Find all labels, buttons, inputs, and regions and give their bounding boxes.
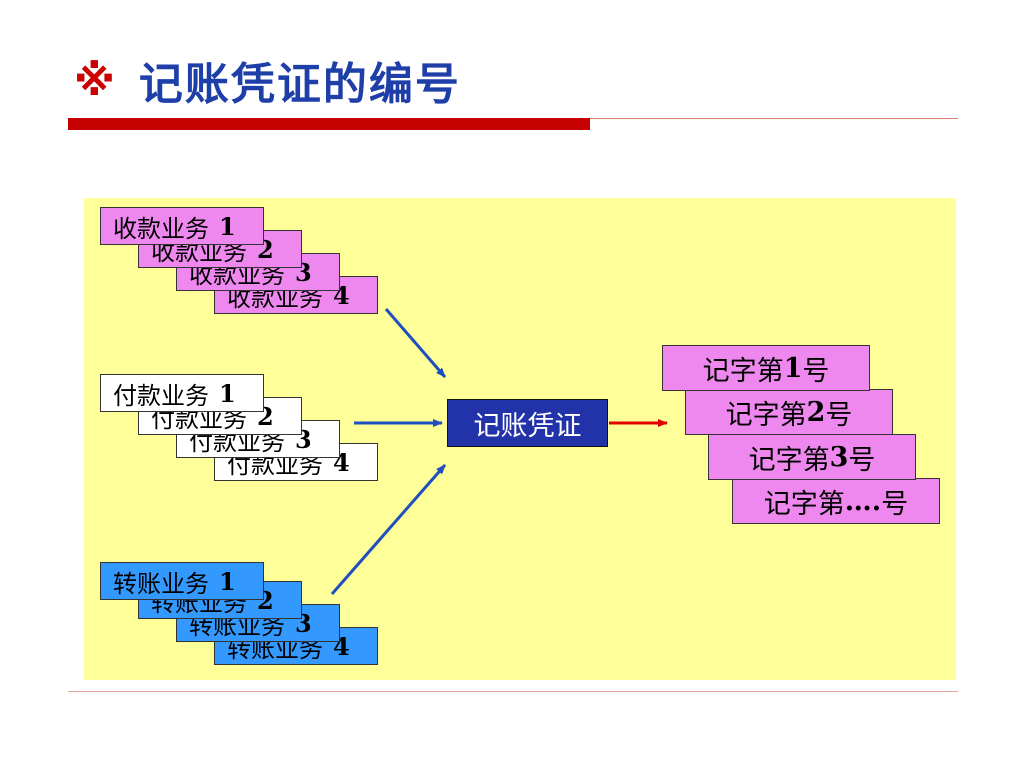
card-number: 1 (219, 378, 236, 408)
title-underline-thick (68, 118, 590, 130)
center-voucher-box: 记账凭证 (447, 399, 608, 447)
output-voucher-4: 记字第….号 (732, 478, 940, 524)
card-label: 收款业务 (113, 214, 209, 243)
page-title: ※ 记账凭证的编号 (74, 50, 461, 111)
arrow-receipt-to-center (384, 308, 447, 378)
transfer-card-1: 转账业务 1 (100, 562, 264, 600)
arrow-transfer-to-center (330, 464, 447, 595)
receipt-card-1: 收款业务 1 (100, 207, 264, 245)
card-label: 转账业务 (113, 569, 209, 598)
title-text: 记账凭证的编号 (138, 59, 461, 110)
payment-card-1: 付款业务 1 (100, 374, 264, 412)
card-number: 1 (219, 566, 236, 596)
card-number: 1 (219, 211, 236, 241)
reference-mark-icon: ※ (74, 55, 117, 105)
center-label: 记账凭证 (473, 410, 582, 442)
card-label: 付款业务 (113, 381, 209, 410)
footer-rule (68, 691, 958, 692)
title-underline-thin (590, 118, 958, 119)
